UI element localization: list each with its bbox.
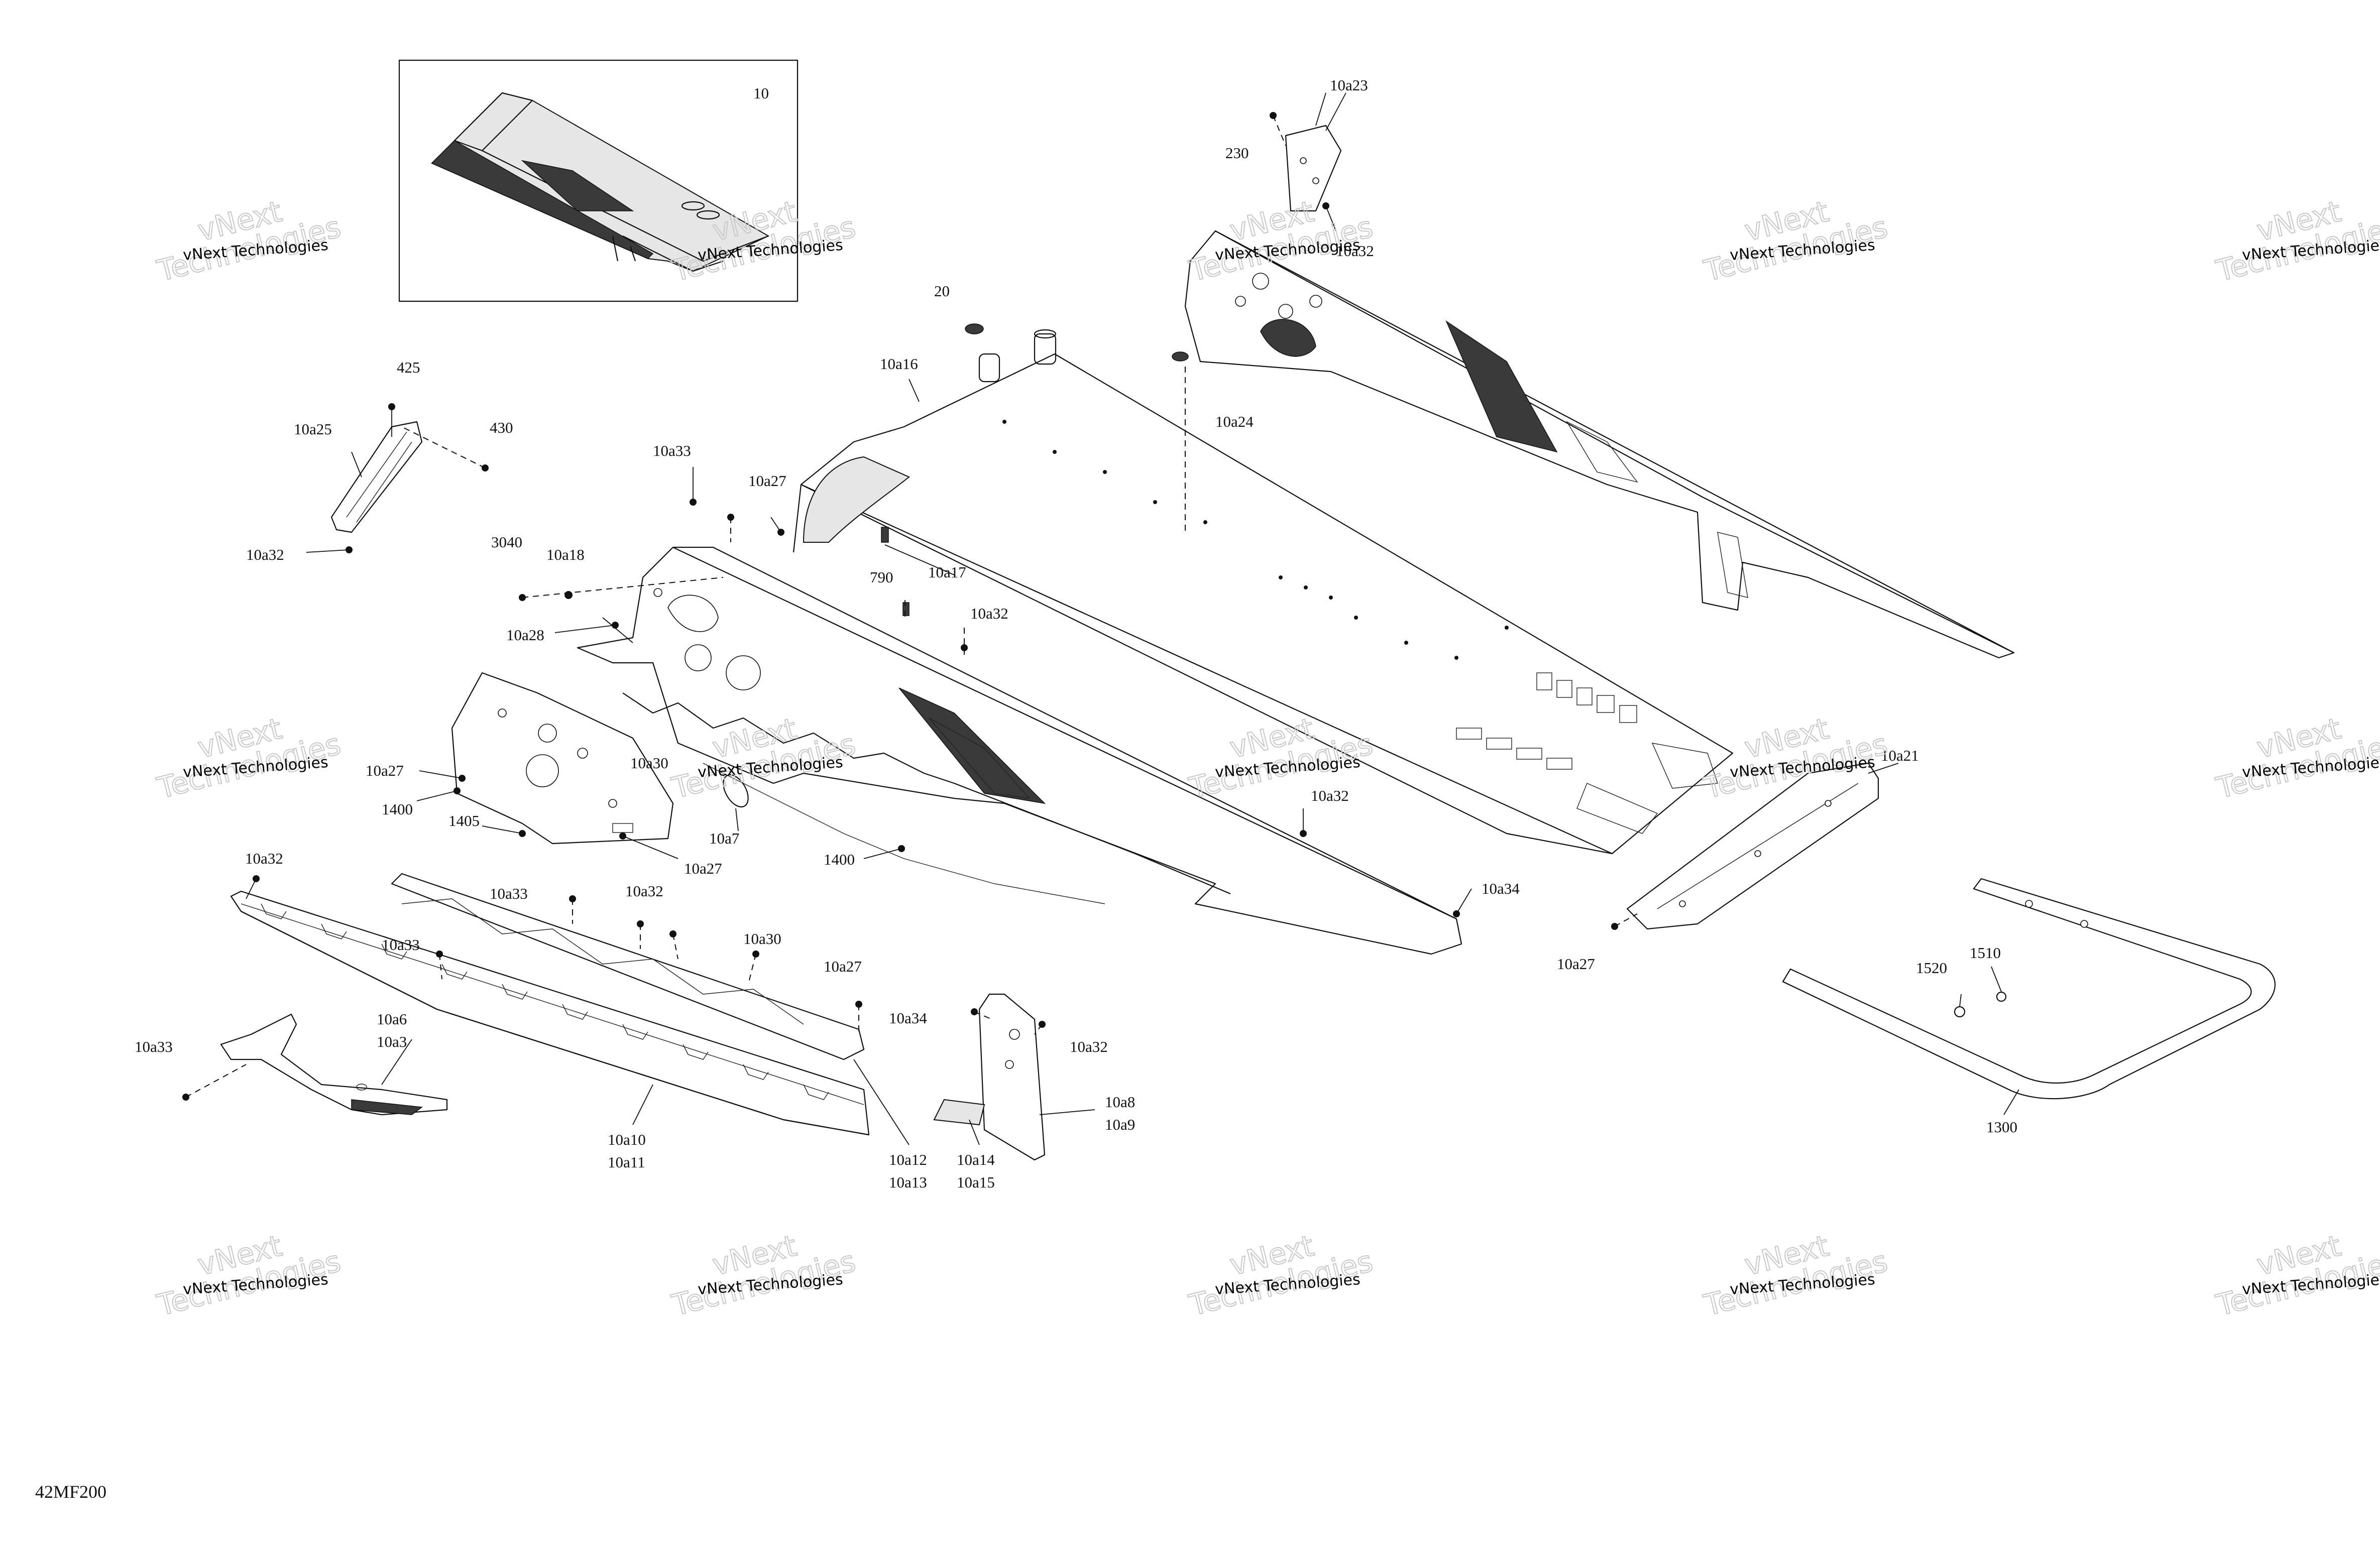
- watermark-5: vNext Technologies vNext Technologies: [2212, 194, 2380, 289]
- callout-10a17: 10a17: [928, 563, 966, 581]
- callout-10a32-c: 10a32: [1311, 787, 1349, 804]
- tunnel-rivet-holes: [1002, 420, 1509, 660]
- callout-10a32-b: 10a32: [970, 605, 1008, 622]
- callout-10a18: 10a18: [546, 546, 585, 563]
- watermark-7: vNext Technologies vNext Technologies: [668, 711, 859, 806]
- callout-10a30-a: 10a30: [630, 754, 668, 772]
- watermarks: vNext Technologies vNext Technologies vN…: [153, 194, 2380, 1323]
- diagram-code: 42MF200: [35, 1482, 107, 1502]
- inset-label: 10: [753, 84, 769, 102]
- callout-1400-b: 1400: [824, 851, 855, 868]
- watermark-12: vNext Technologies vNext Technologies: [668, 1228, 859, 1323]
- callout-790: 790: [870, 568, 893, 586]
- callout-10a11: 10a11: [608, 1153, 645, 1171]
- callout-10a32-f: 10a32: [1070, 1038, 1108, 1055]
- callout-10a33-a: 10a33: [653, 442, 691, 459]
- rear-bumper: [1782, 878, 2276, 1100]
- tunnel-assembly-thumbnail-icon: [431, 92, 770, 272]
- callout-1520: 1520: [1916, 959, 1947, 977]
- callout-10a27-d: 10a27: [1557, 955, 1595, 973]
- callout-10a8: 10a8: [1105, 1093, 1135, 1111]
- left-running-board: [230, 873, 870, 1136]
- callout-labels: 10a23 230 10a32 20 10a16 10a24 425 430 1…: [135, 76, 2017, 1191]
- callout-10a33-b: 10a33: [490, 885, 528, 902]
- callout-10a25: 10a25: [294, 420, 332, 438]
- callout-1510: 1510: [1970, 944, 2001, 962]
- callout-1405: 1405: [448, 812, 480, 829]
- tunnel-rear-cover: [803, 456, 910, 543]
- tunnel-vent-slots: [1456, 672, 1718, 834]
- callout-3040: 3040: [491, 533, 522, 551]
- callout-10a6: 10a6: [377, 1010, 407, 1028]
- left-side-rail: [577, 546, 1462, 955]
- callout-1400-a: 1400: [382, 800, 413, 818]
- post-a: [1034, 333, 1057, 365]
- rear-side-gusset: [933, 993, 1046, 1161]
- callout-20: 20: [934, 282, 950, 300]
- callout-10a23: 10a23: [1330, 76, 1368, 94]
- inset-frame: [398, 59, 799, 302]
- callout-10a15: 10a15: [957, 1173, 995, 1191]
- leader-lines: [185, 92, 2019, 1145]
- watermark-13: vNext Technologies vNext Technologies: [1185, 1228, 1377, 1323]
- callout-10a13: 10a13: [889, 1173, 927, 1191]
- callout-10a3: 10a3: [377, 1033, 407, 1050]
- callout-10a16: 10a16: [880, 355, 918, 373]
- watermark-6: vNext Technologies vNext Technologies: [153, 711, 345, 806]
- callout-425: 425: [397, 359, 420, 376]
- callout-10a34-b: 10a34: [889, 1009, 927, 1027]
- inner-gusset-plate: [451, 672, 674, 845]
- running-board-teeth: [261, 903, 829, 1100]
- front-bracket: [220, 1013, 448, 1116]
- callout-10a32-a: 10a32: [246, 546, 284, 563]
- callout-10a27-c: 10a27: [684, 860, 722, 877]
- watermark-11: vNext Technologies vNext Technologies: [153, 1228, 345, 1323]
- callout-10a27-a: 10a27: [748, 472, 786, 490]
- inset-overview: 10: [398, 59, 799, 302]
- watermark-14: vNext Technologies vNext Technologies: [1700, 1228, 1891, 1323]
- callout-10a33-d: 10a33: [135, 1038, 173, 1055]
- callout-10a32-d: 10a32: [245, 850, 283, 867]
- callout-10a32-top: 10a32: [1336, 242, 1374, 260]
- tunnel-top-plate: [792, 329, 1734, 855]
- right-side-rail: [1184, 230, 2015, 659]
- rear-bumper-bracket: [1626, 762, 1879, 930]
- callout-10a28: 10a28: [506, 626, 544, 644]
- hardware: [182, 112, 2007, 1101]
- watermark-1: vNext Technologies vNext Technologies: [153, 194, 345, 289]
- watermark-3: vNext Technologies vNext Technologies: [1185, 194, 1377, 289]
- callout-10a30-b: 10a30: [743, 930, 781, 947]
- watermark-10: vNext Technologies vNext Technologies: [2212, 711, 2380, 806]
- callout-10a7: 10a7: [709, 829, 739, 847]
- post-b: [978, 353, 1000, 383]
- callout-10a34-a: 10a34: [1482, 880, 1520, 897]
- drive-shaft-opening: [1260, 319, 1316, 357]
- watermark-4: vNext Technologies vNext Technologies: [1700, 194, 1891, 289]
- callout-10a10: 10a10: [608, 1131, 646, 1148]
- watermark-15: vNext Technologies vNext Technologies: [2212, 1228, 2380, 1323]
- callout-10a33-c: 10a33: [382, 936, 420, 954]
- callout-10a27-b: 10a27: [366, 762, 404, 779]
- callout-10a27-e: 10a27: [824, 958, 862, 975]
- callout-1300: 1300: [1986, 1118, 2017, 1136]
- callout-10a9: 10a9: [1105, 1116, 1135, 1133]
- watermark-9: vNext Technologies vNext Technologies: [1700, 711, 1891, 806]
- callout-10a32-e: 10a32: [625, 882, 663, 900]
- callout-230: 230: [1225, 144, 1249, 162]
- callout-10a12: 10a12: [889, 1151, 927, 1168]
- callout-10a21: 10a21: [1881, 747, 1919, 764]
- callout-430: 430: [490, 419, 513, 436]
- callout-10a24: 10a24: [1215, 413, 1254, 430]
- callout-10a14: 10a14: [957, 1151, 995, 1168]
